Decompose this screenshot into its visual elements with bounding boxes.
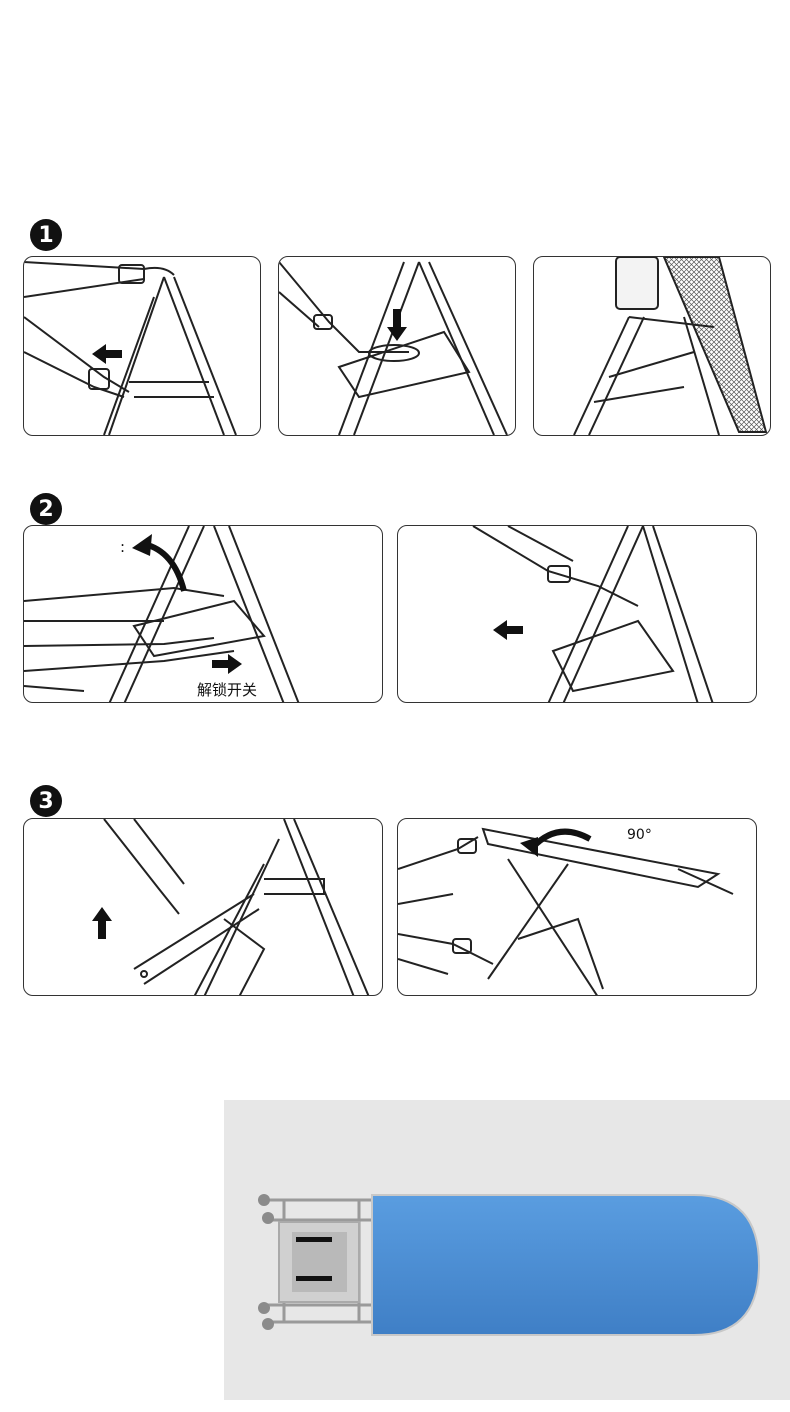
arrow-right-icon <box>212 654 242 674</box>
arrow-up-icon <box>92 907 112 939</box>
colon-mark: : <box>120 538 126 556</box>
arrow-down-icon <box>387 309 407 341</box>
step-number-1: 1 <box>30 219 62 251</box>
illustration-raise-legs <box>103 819 370 995</box>
ironing-board-image <box>258 1194 761 1336</box>
curved-arrow-icon <box>520 828 592 857</box>
step1-panel-2 <box>278 256 516 436</box>
angle-label: 90° <box>627 827 652 843</box>
arrow-left-icon <box>92 344 122 364</box>
illustration-rotate-board <box>398 827 734 995</box>
step1-panel-1 <box>23 256 261 436</box>
arrow-left-icon <box>493 620 523 640</box>
step2-panel-1: : 解锁开关 <box>23 525 383 703</box>
step2-panel-2 <box>397 525 757 703</box>
illustration-press-step <box>279 261 508 435</box>
illustration-unlock-switch <box>24 526 300 702</box>
step-number-3: 3 <box>30 785 62 817</box>
illustration-fold-step <box>472 526 714 702</box>
step3-panel-2: 90° <box>397 818 757 996</box>
unlock-switch-label: 解锁开关 <box>197 681 258 699</box>
curved-arrow-icon <box>132 534 187 592</box>
step1-panel-3 <box>533 256 771 436</box>
illustration-open-ladder <box>24 261 237 435</box>
step-number-2: 2 <box>30 493 62 525</box>
illustration-lift-board <box>573 257 768 435</box>
folded-board-photo <box>224 1100 790 1400</box>
step3-panel-1 <box>23 818 383 996</box>
